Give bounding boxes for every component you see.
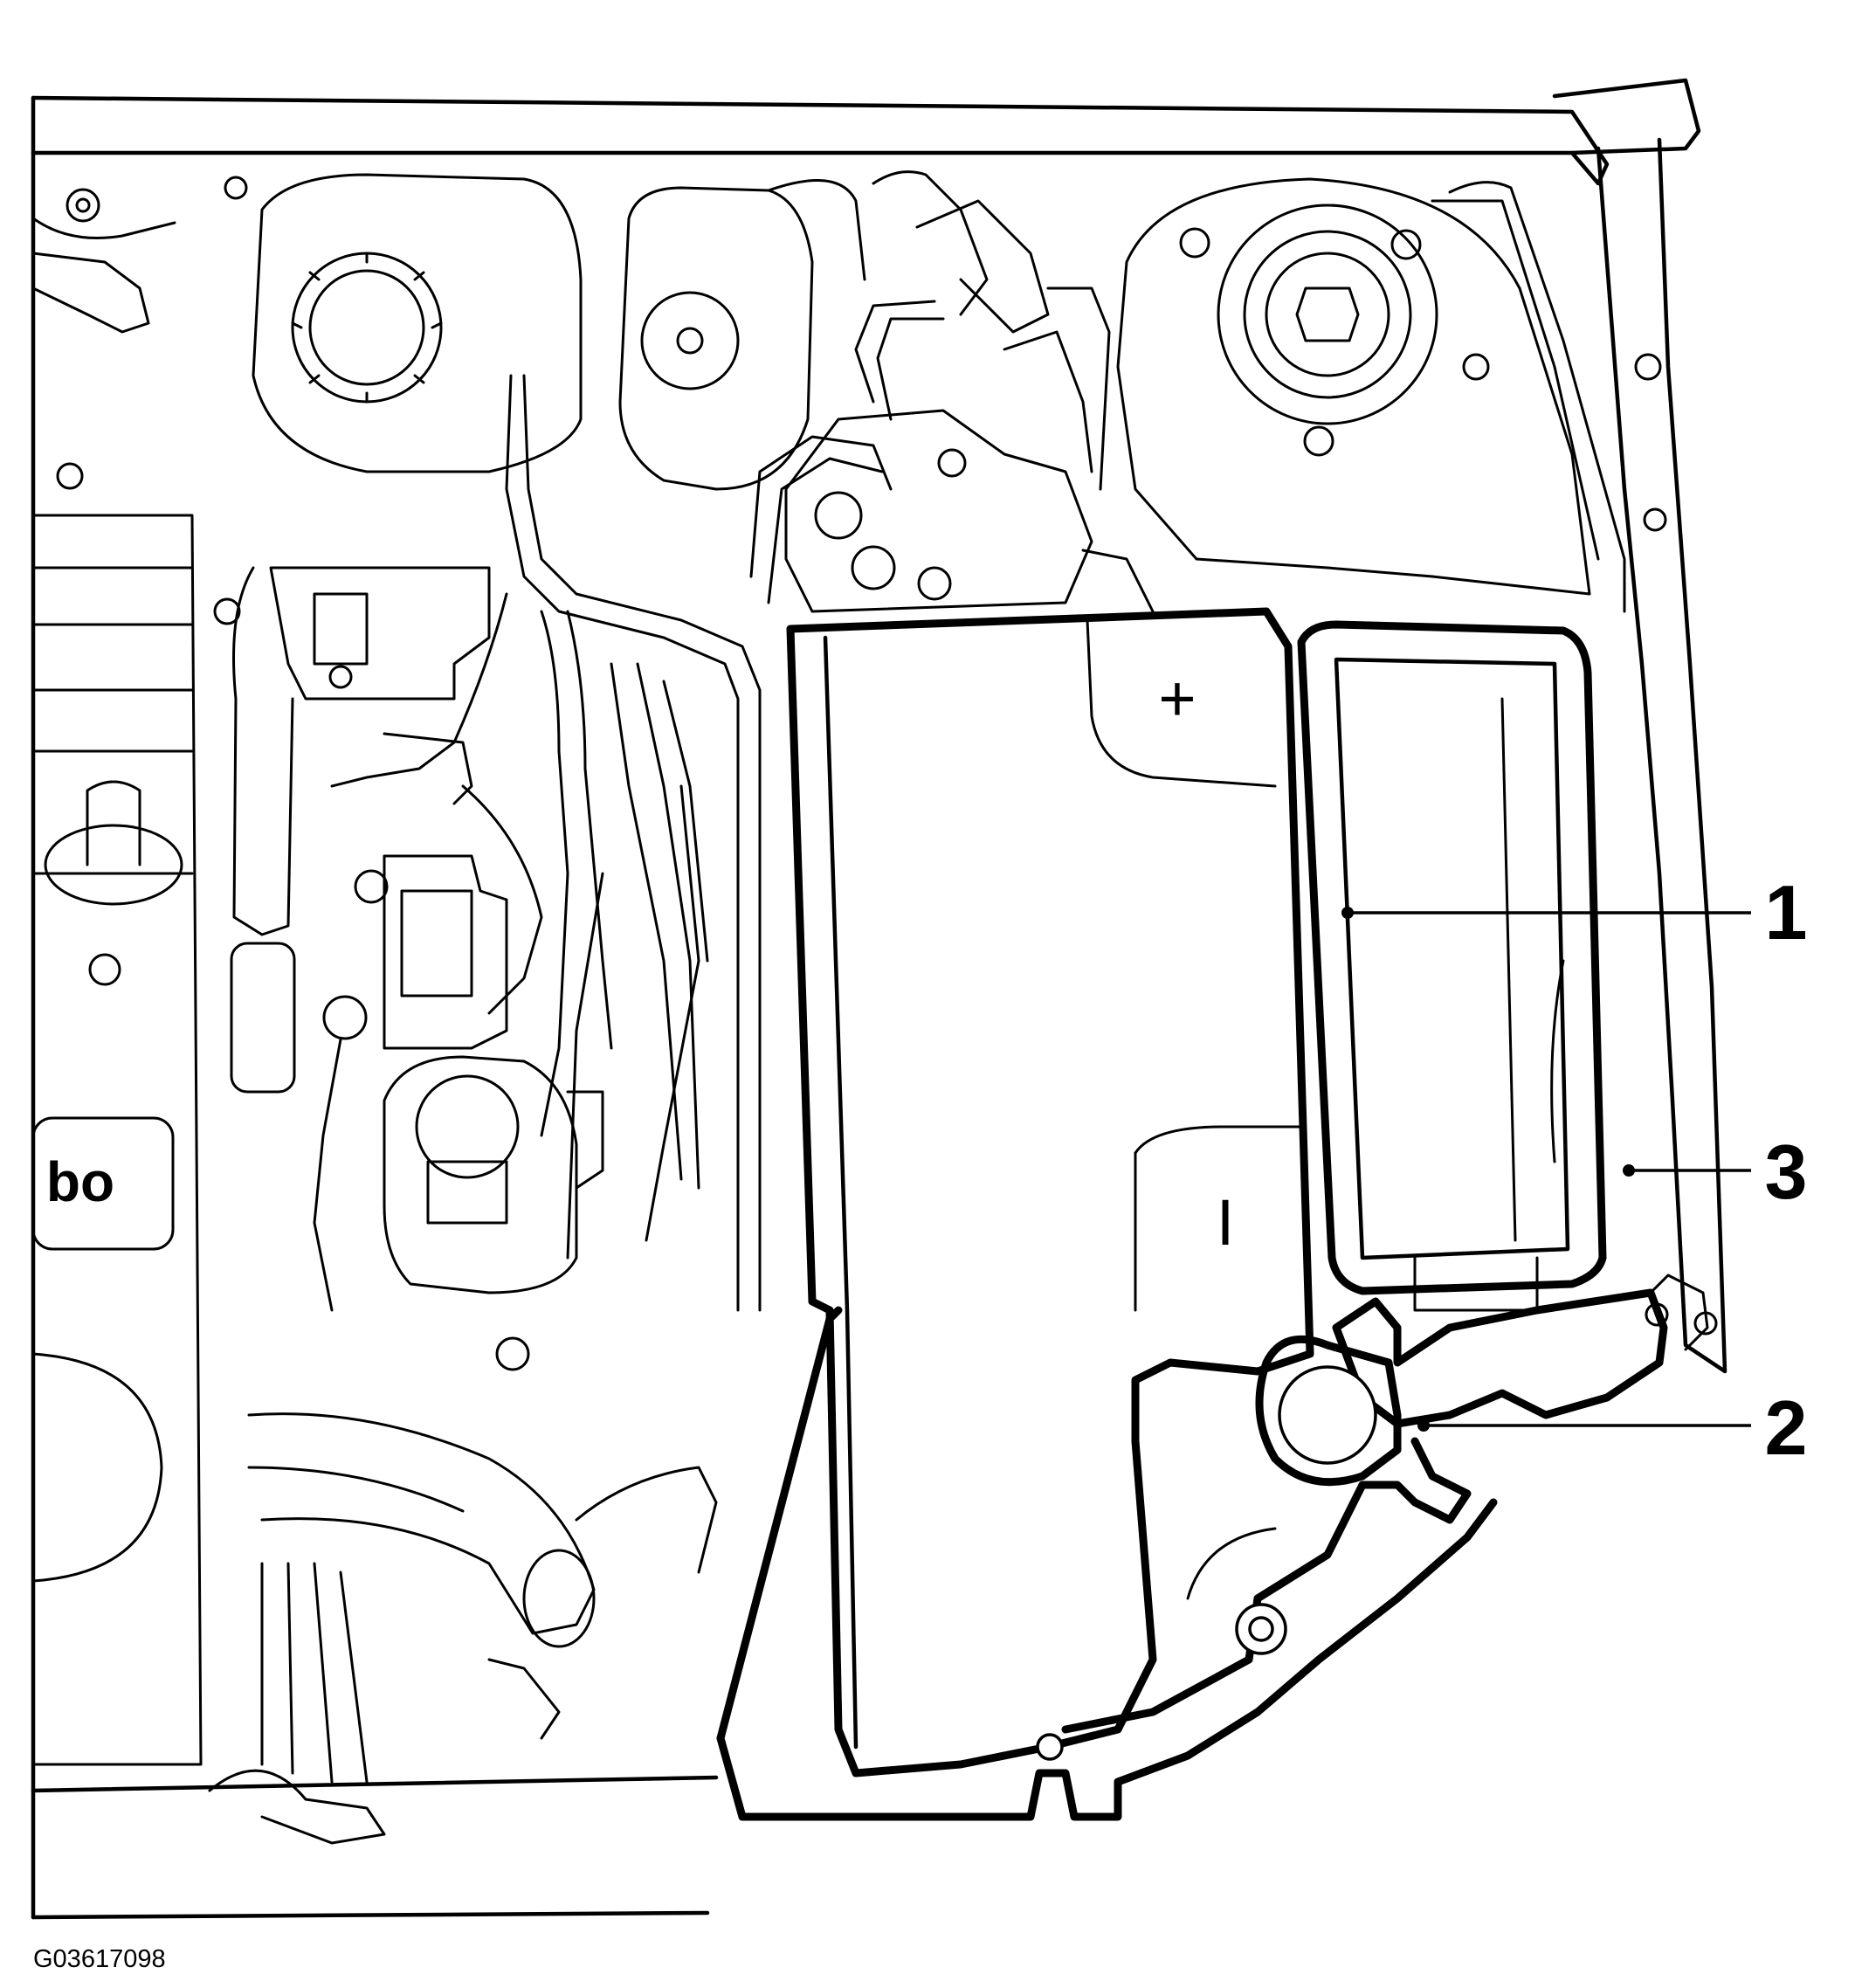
washer-reservoir: [383, 1055, 604, 1371]
figure-code: G03617098: [33, 1945, 166, 1973]
plus-symbol: +: [1158, 662, 1196, 735]
callout-3: 3: [1765, 1129, 1808, 1215]
wiring-harness: [230, 566, 709, 1260]
engine-cover-logo: bo: [46, 1150, 114, 1213]
bay-frame: [31, 78, 1727, 1920]
battery-cover: + I: [786, 607, 1314, 1777]
fuse-box: [1297, 620, 1607, 1312]
abs-unit: [749, 170, 1155, 613]
minus-symbol: I: [1217, 1186, 1235, 1259]
callout-1: 1: [1765, 869, 1808, 956]
coolant-reservoir: [252, 173, 762, 1312]
relay-box: [313, 784, 543, 1312]
leader-dot-3: [1623, 1164, 1635, 1177]
lower-hoses: [208, 1412, 718, 1845]
engine-cover: [31, 176, 248, 1766]
leader-dot-2: [1417, 1419, 1430, 1432]
brake-reservoir: [618, 179, 866, 491]
leader-lines: [1341, 907, 1751, 1432]
battery-bracket: [716, 1274, 1718, 1821]
leader-dot-1: [1341, 907, 1354, 919]
callout-2: 2: [1765, 1384, 1808, 1471]
strut-tower: [1116, 177, 1669, 1327]
